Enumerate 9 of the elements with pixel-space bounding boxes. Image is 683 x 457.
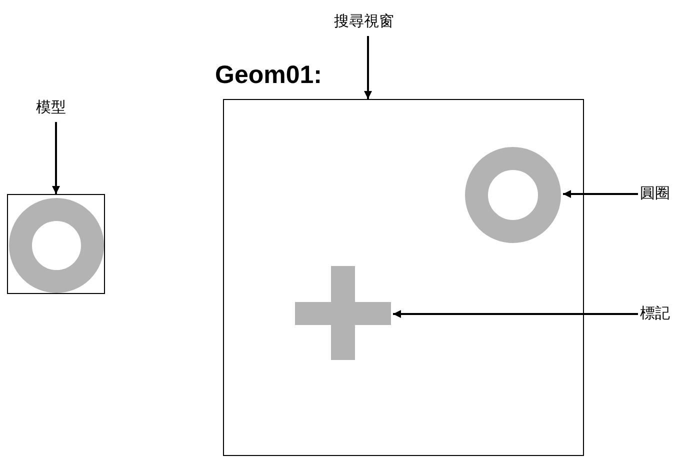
window-heading: Geom01: [215, 63, 322, 88]
arrow [563, 190, 638, 198]
arrow [393, 310, 638, 318]
callout-label: 搜尋視窗 [334, 14, 394, 29]
callout-label: 標記 [640, 306, 670, 321]
arrow [52, 122, 60, 194]
callout-label: 圓圈 [640, 186, 670, 201]
callout-label: 模型 [36, 100, 66, 115]
arrow [364, 36, 372, 99]
